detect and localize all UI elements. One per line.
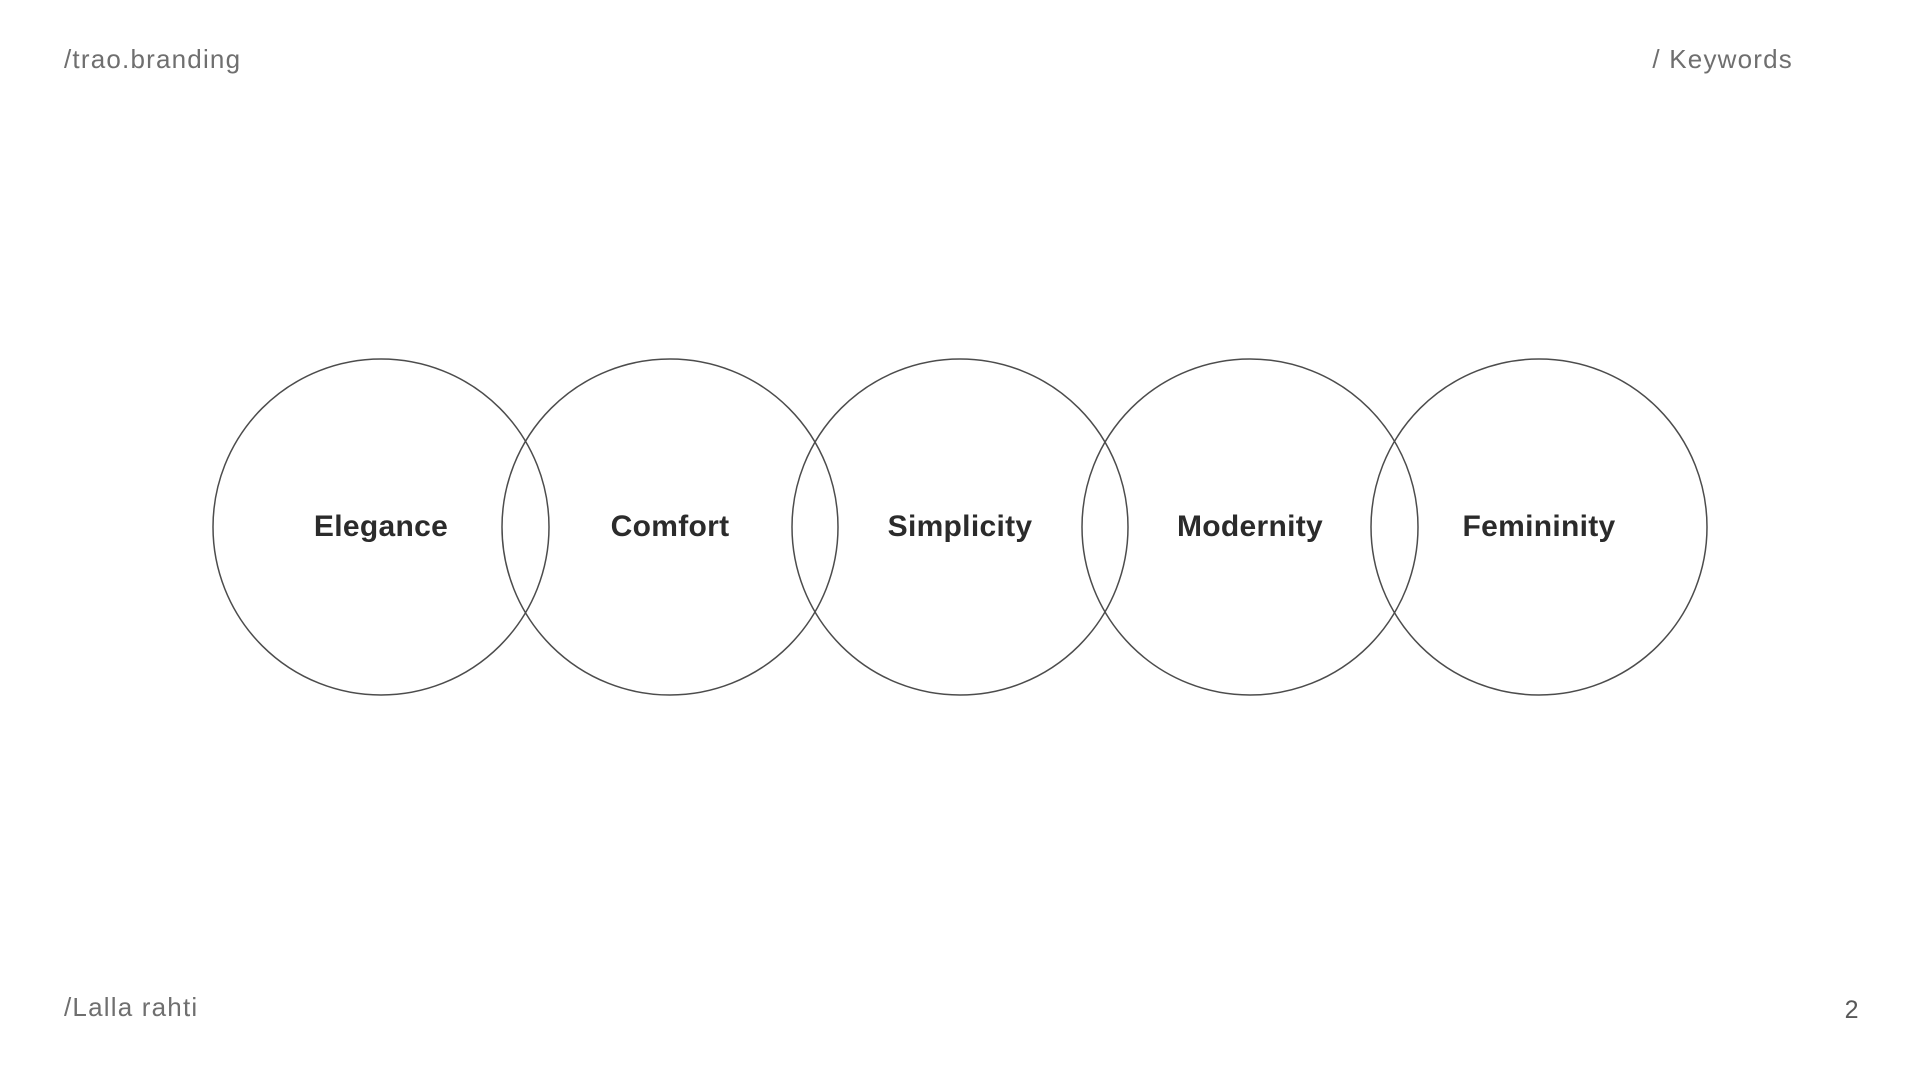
keyword-label-elegance: Elegance — [313, 510, 449, 543]
circle-outline-comfort — [501, 358, 839, 696]
brand-label: /trao.branding — [64, 44, 242, 74]
keyword-label-comfort: Comfort — [610, 510, 730, 543]
circle-outline-simplicity — [791, 358, 1129, 696]
page-number: 2 — [1844, 996, 1859, 1024]
circle-outline-modernity — [1081, 358, 1419, 696]
section-label: / Keywords — [1652, 44, 1793, 74]
author-label: /Lalla rahti — [64, 992, 199, 1022]
circle-outline-femininity — [1370, 358, 1708, 696]
keyword-label-femininity: Femininity — [1462, 510, 1616, 543]
circle-outline-elegance — [212, 358, 550, 696]
keyword-label-simplicity: Simplicity — [887, 510, 1033, 543]
keyword-label-modernity: Modernity — [1176, 510, 1324, 543]
